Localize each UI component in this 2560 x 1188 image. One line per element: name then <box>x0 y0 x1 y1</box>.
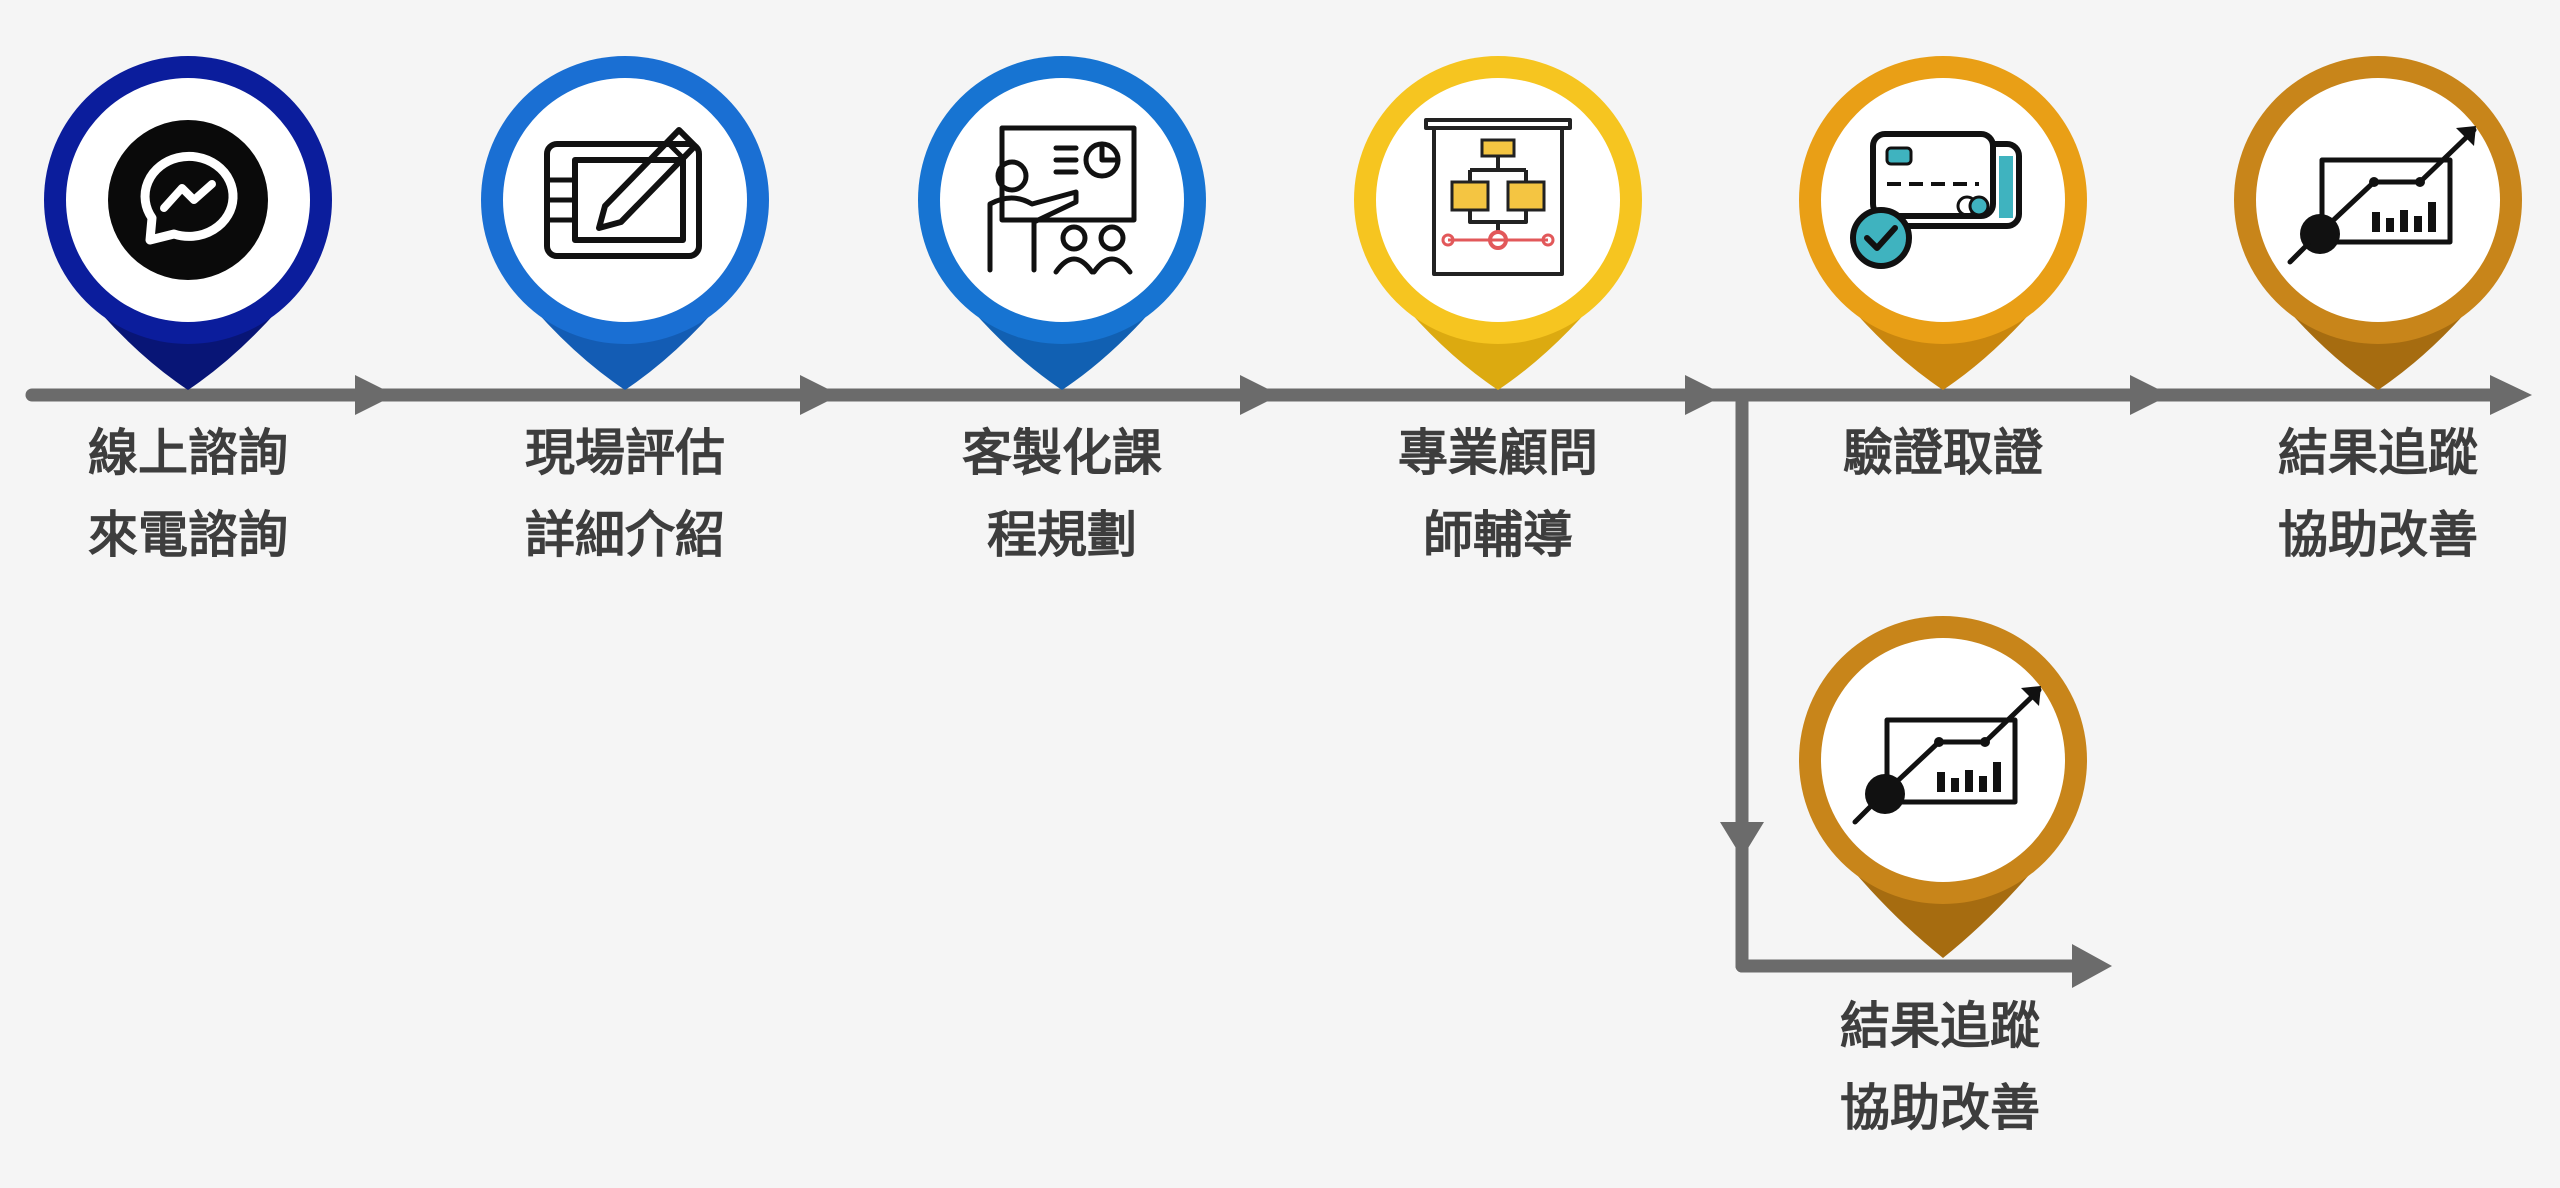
trend-line <box>1870 687 2042 807</box>
board-frame <box>1432 126 1564 276</box>
trend-point <box>1934 737 1944 747</box>
flow-dot-red <box>1541 233 1555 247</box>
flow-dot-red <box>1441 233 1455 247</box>
flowchart-board-icon <box>1424 118 1572 276</box>
messenger-icon <box>108 120 268 280</box>
audience-body <box>1053 256 1095 275</box>
chart-bar <box>2414 216 2422 232</box>
certificate-card-icon <box>1850 131 2022 269</box>
step-label-line: 線上諮詢 <box>88 424 288 482</box>
trend-tail <box>1852 801 1876 825</box>
check-badge <box>1850 207 1912 269</box>
tablet-pen-icon <box>544 127 702 259</box>
chart-bar <box>1937 772 1945 792</box>
pin-marker <box>1799 616 2087 958</box>
step-label-line: 驗證取證 <box>1843 424 2044 482</box>
presenter-body <box>987 189 1079 273</box>
chart-bar <box>1965 770 1973 792</box>
audience-head <box>1098 224 1126 252</box>
chart-bar <box>2386 218 2394 232</box>
step-certification: 驗證取證 <box>1799 56 2087 482</box>
board <box>999 125 1137 223</box>
track-arrow <box>355 375 395 415</box>
branch-down-arrow <box>1720 822 1764 858</box>
track-end-arrow <box>2490 375 2532 415</box>
pin-face <box>503 78 747 322</box>
trend-tail <box>2287 241 2311 265</box>
growth-chart-icon <box>1852 686 2042 825</box>
trend-arrowhead <box>2456 126 2476 146</box>
step-label-line: 協助改善 <box>1840 1079 2040 1137</box>
chart-bar <box>1993 762 2001 792</box>
growth-chart-icon <box>2287 126 2477 265</box>
trend-line <box>2305 127 2477 247</box>
chart-bar <box>1951 778 1959 792</box>
pin-face <box>1821 638 2065 882</box>
step-label-line: 結果追蹤 <box>1840 997 2040 1055</box>
pin-face <box>940 78 1184 322</box>
track-arrow <box>1240 375 1280 415</box>
step-label-line: 師輔導 <box>1423 506 1573 564</box>
step-label-line: 協助改善 <box>2278 506 2478 564</box>
pin-marker <box>918 56 1206 390</box>
flow-node-top <box>1480 138 1516 158</box>
card-logo <box>1968 195 1990 217</box>
flow-connectors <box>1468 156 1528 182</box>
chart-frame <box>2319 157 2453 245</box>
track-arrow <box>1685 375 1725 415</box>
flow-node-left <box>1450 180 1490 212</box>
presentation-board-icon <box>987 125 1137 275</box>
step-label-line: 現場評估 <box>525 424 725 482</box>
branch-end-arrow <box>2072 944 2112 988</box>
pie-slice <box>1099 141 1121 163</box>
trend-point <box>2415 177 2425 187</box>
step-label-line: 結果追蹤 <box>2278 424 2478 482</box>
messenger-bubble <box>140 151 238 245</box>
chart-bar <box>2372 212 2380 232</box>
chart-bar <box>1979 776 1987 792</box>
track-arrow <box>2130 375 2170 415</box>
presenter-head <box>995 159 1029 193</box>
step-label-line: 專業顧問 <box>1398 424 1598 482</box>
trend-arrowhead <box>2021 686 2041 706</box>
pin-face <box>1376 78 1620 322</box>
audience-body <box>1091 256 1133 275</box>
step-label-line: 程規劃 <box>987 506 1137 564</box>
chart-bar <box>2428 202 2436 232</box>
audience-head <box>1060 224 1088 252</box>
card-back-stripe <box>1999 156 2013 218</box>
step-label-line: 客製化課 <box>962 424 1162 482</box>
step-label-line: 詳細介紹 <box>525 506 725 564</box>
pin-face <box>2256 78 2500 322</box>
timeline-track <box>25 375 2532 988</box>
pin-marker <box>481 56 769 390</box>
card-chip <box>1885 146 1913 166</box>
messenger-bolt <box>160 180 216 212</box>
pen-band <box>665 140 685 160</box>
check-mark <box>1864 225 1898 251</box>
trend-point <box>2369 177 2379 187</box>
pin-marker <box>2234 56 2522 390</box>
trend-point <box>1980 737 1990 747</box>
chart-bar <box>2400 210 2408 232</box>
flow-node-right <box>1506 180 1546 212</box>
track-arrow <box>800 375 840 415</box>
messenger-disc <box>108 120 268 280</box>
chart-frame <box>1884 717 2018 805</box>
step-label-line: 來電諮詢 <box>88 506 288 564</box>
